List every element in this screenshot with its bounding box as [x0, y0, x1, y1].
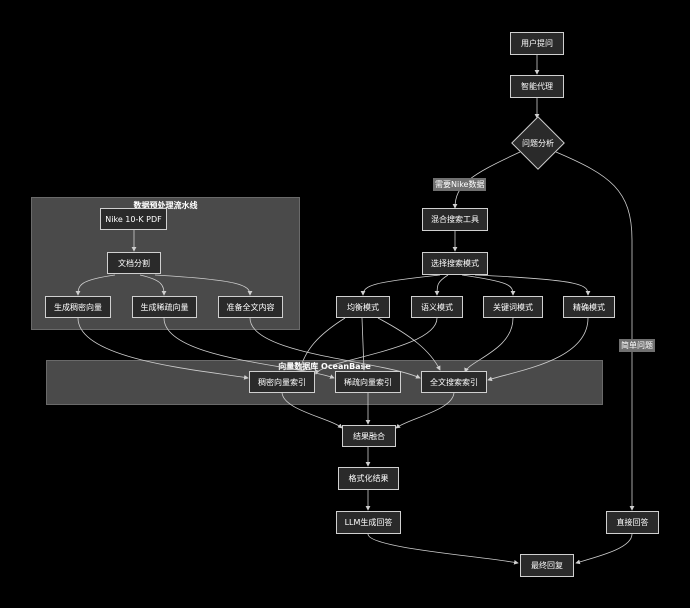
node-prep-fulltext[interactable]: 准备全文内容	[218, 296, 283, 318]
edge-label-simple: 简单问题	[619, 339, 655, 352]
node-direct-answer[interactable]: 直接回答	[606, 511, 659, 534]
edge-select-precise	[474, 274, 591, 296]
node-agent[interactable]: 智能代理	[510, 75, 564, 98]
edge-denseidx-fusion	[281, 391, 343, 429]
node-keyword-mode[interactable]: 关键词模式	[483, 296, 543, 318]
edge-analysis-direct	[555, 151, 635, 511]
edge-balanced-sparseidx	[361, 317, 367, 371]
node-llm-answer[interactable]: LLM生成回答	[336, 511, 401, 534]
node-user-question[interactable]: 用户提问	[510, 32, 564, 55]
node-precise-mode[interactable]: 精确模式	[563, 296, 615, 318]
edge-direct-final	[575, 533, 633, 565]
edge-balanced-fulltextidx	[377, 317, 441, 371]
vectordb-cluster: 向量数据库 OceanBase	[46, 360, 603, 405]
node-select-mode[interactable]: 选择搜索模式	[422, 252, 488, 275]
node-semantic-mode[interactable]: 语义模式	[411, 296, 463, 318]
edge-balanced-denseidx	[298, 317, 346, 371]
node-dense-index[interactable]: 稠密向量索引	[249, 371, 315, 393]
edge-semantic-denseidx	[314, 317, 438, 375]
edge-dense-denseidx	[77, 317, 249, 380]
node-hybrid-tool[interactable]: 混合搜索工具	[422, 208, 488, 231]
node-pdf[interactable]: Nike 10-K PDF	[100, 208, 167, 230]
edge-fulltextidx-fusion	[395, 391, 455, 429]
node-fulltext-index[interactable]: 全文搜索索引	[421, 371, 487, 393]
node-analysis-label: 问题分析	[522, 139, 554, 148]
node-split[interactable]: 文档分割	[107, 252, 161, 274]
vectordb-cluster-title: 向量数据库 OceanBase	[278, 362, 371, 371]
edge-split-fulltext	[154, 274, 253, 296]
node-format[interactable]: 格式化结果	[338, 467, 399, 490]
edge-label-need-nike: 需要Nike数据	[433, 178, 487, 191]
preprocess-cluster-title: 数据预处理流水线	[133, 201, 198, 210]
node-gen-dense[interactable]: 生成稠密向量	[45, 296, 111, 318]
edge-split-dense	[75, 274, 116, 296]
node-balanced-mode[interactable]: 均衡模式	[336, 296, 390, 318]
edge-select-keyword	[461, 274, 516, 296]
edge-precise-fulltextidx	[487, 317, 589, 382]
node-final[interactable]: 最终回复	[520, 554, 574, 577]
node-sparse-index[interactable]: 稀疏向量索引	[335, 371, 401, 393]
node-gen-sparse[interactable]: 生成稀疏向量	[132, 296, 197, 318]
edge-keyword-fulltextidx	[464, 317, 514, 373]
edge-llm-final	[367, 533, 519, 565]
edge-fulltext-fulltextidx	[249, 317, 421, 379]
edge-split-sparse	[139, 274, 167, 296]
node-fusion[interactable]: 结果融合	[342, 425, 396, 447]
edge-select-semantic	[434, 274, 449, 296]
edge-select-balanced	[360, 274, 441, 296]
